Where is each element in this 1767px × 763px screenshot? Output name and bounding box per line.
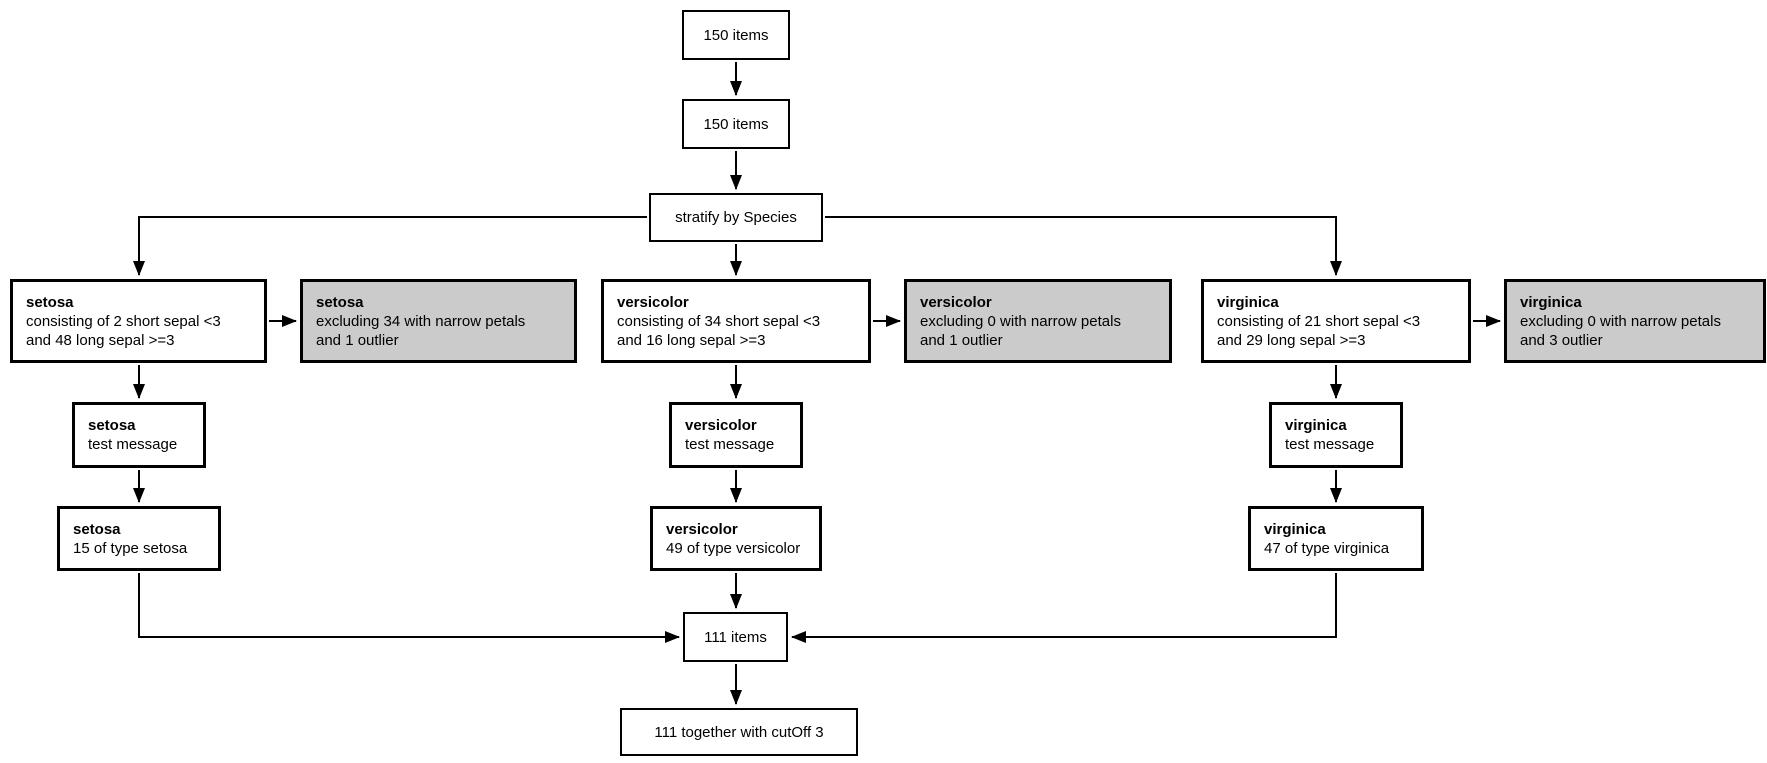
node-title: setosa — [26, 293, 74, 311]
node-virginica-count: virginica 47 of type virginica — [1248, 506, 1424, 571]
node-label: 150 items — [703, 115, 769, 133]
node-label: 111 together with cutOff 3 — [654, 723, 824, 741]
node-line: 49 of type versicolor — [666, 539, 801, 557]
node-title: virginica — [1520, 293, 1582, 311]
node-line: consisting of 34 short sepal <3 — [617, 312, 821, 330]
node-line: test message — [88, 436, 178, 453]
node-title: versicolor — [685, 417, 757, 434]
node-line: 47 of type virginica — [1264, 539, 1390, 557]
node-title: virginica — [1217, 293, 1279, 311]
node-line: excluding 0 with narrow petals — [920, 312, 1121, 330]
node-title: virginica — [1285, 417, 1347, 434]
node-setosa-excluded: setosa excluding 34 with narrow petals a… — [300, 279, 577, 363]
node-line: excluding 34 with narrow petals — [316, 312, 526, 330]
node-line: and 1 outlier — [316, 331, 399, 349]
node-line: and 3 outlier — [1520, 331, 1603, 349]
node-line: test message — [685, 436, 775, 453]
flow-arrow — [825, 216, 1342, 276]
node-virginica-test: virginica test message — [1269, 402, 1403, 468]
node-label: 150 items — [703, 26, 769, 44]
node-line: and 29 long sepal >=3 — [1217, 331, 1366, 349]
flow-arrow — [133, 216, 647, 276]
node-setosa-test: setosa test message — [72, 402, 206, 468]
node-line: consisting of 21 short sepal <3 — [1217, 312, 1421, 330]
node-title: setosa — [316, 293, 364, 311]
node-virginica-excluded: virginica excluding 0 with narrow petals… — [1504, 279, 1766, 363]
node-line: excluding 0 with narrow petals — [1520, 312, 1721, 330]
node-stratify-by-species: stratify by Species — [649, 193, 823, 242]
node-title: setosa — [88, 417, 136, 434]
flow-arrow — [791, 573, 1337, 643]
node-150-items-source: 150 items — [682, 10, 790, 60]
node-line: and 48 long sepal >=3 — [26, 331, 175, 349]
node-title: setosa — [73, 520, 121, 538]
node-virginica-main: virginica consisting of 21 short sepal <… — [1201, 279, 1471, 363]
node-line: and 16 long sepal >=3 — [617, 331, 766, 349]
node-111-items-merge: 111 items — [683, 612, 788, 662]
node-setosa-main: setosa consisting of 2 short sepal <3 an… — [10, 279, 267, 363]
node-title: versicolor — [666, 520, 738, 538]
node-title: versicolor — [920, 293, 992, 311]
node-line: and 1 outlier — [920, 331, 1003, 349]
node-label: stratify by Species — [675, 209, 797, 226]
node-versicolor-count: versicolor 49 of type versicolor — [650, 506, 822, 571]
node-versicolor-main: versicolor consisting of 34 short sepal … — [601, 279, 871, 363]
node-setosa-count: setosa 15 of type setosa — [57, 506, 221, 571]
node-final-cutoff: 111 together with cutOff 3 — [620, 708, 858, 756]
node-line: consisting of 2 short sepal <3 — [26, 312, 221, 330]
node-150-items-filtered: 150 items — [682, 99, 790, 149]
node-line: 15 of type setosa — [73, 539, 188, 557]
flow-arrow — [138, 573, 680, 643]
node-label: 111 items — [704, 628, 767, 646]
node-versicolor-test: versicolor test message — [669, 402, 803, 468]
node-title: virginica — [1264, 520, 1326, 538]
node-versicolor-excluded: versicolor excluding 0 with narrow petal… — [904, 279, 1172, 363]
node-line: test message — [1285, 436, 1375, 453]
node-title: versicolor — [617, 293, 689, 311]
